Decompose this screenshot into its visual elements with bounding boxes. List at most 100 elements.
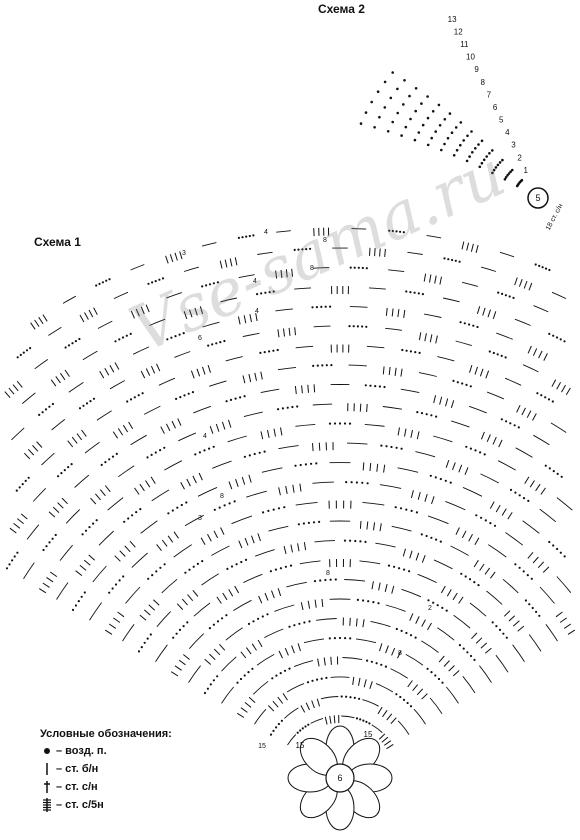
stitch-mark — [248, 373, 252, 383]
chain-dot — [281, 407, 284, 410]
chain-dot — [522, 570, 525, 573]
stitch-mark — [307, 384, 309, 393]
chain-dot — [402, 698, 406, 702]
stitch-mark — [498, 439, 503, 448]
stitch-mark — [333, 715, 336, 724]
stitch-mark — [349, 617, 351, 626]
chain-dot — [315, 306, 318, 309]
chain-dot — [538, 264, 541, 267]
chain-arc — [278, 445, 299, 450]
scheme2-chain-dot — [459, 143, 462, 147]
chain-arc — [59, 544, 73, 561]
chain-dot — [324, 578, 327, 582]
chain-dot — [115, 452, 118, 455]
stitch-mark — [271, 590, 275, 599]
stitch-mark — [145, 304, 150, 313]
stitch-mark — [170, 671, 179, 677]
stitch-mark — [397, 650, 402, 659]
chain-arc — [268, 525, 289, 532]
chain-dot — [409, 634, 413, 637]
scheme2-row-number: 5 — [499, 116, 504, 125]
chain-dot — [71, 608, 75, 612]
chain-dot — [385, 445, 388, 448]
chain-dot — [538, 614, 541, 617]
chain-dot — [452, 379, 455, 382]
chain-dot — [409, 350, 412, 353]
chain-dot — [356, 325, 359, 328]
stitch-mark — [307, 600, 311, 609]
chain-dot — [108, 278, 111, 281]
scheme2-chain-dot — [450, 131, 454, 134]
chain-arc — [130, 434, 147, 446]
chain-dot — [395, 693, 398, 696]
chain-arc — [349, 306, 368, 308]
chain-dot — [528, 603, 531, 606]
chain-dot — [209, 683, 212, 686]
chain-arc — [140, 520, 158, 534]
chain-dot — [233, 500, 236, 503]
chain-dot — [394, 506, 397, 509]
chain-dot — [218, 506, 221, 509]
stitch-mark — [543, 353, 548, 361]
chain-arc — [209, 380, 227, 387]
stitch-mark — [329, 715, 332, 724]
chain-dot — [42, 548, 45, 552]
chain-dot — [508, 295, 511, 298]
scheme2-chain-dot — [430, 136, 434, 140]
chain-dot — [293, 248, 296, 251]
chain-dot — [196, 562, 199, 566]
stitch-mark — [114, 362, 120, 370]
chain-dot — [548, 540, 551, 544]
chain-dot — [430, 414, 433, 417]
chain-dot — [57, 475, 60, 478]
chain-arc — [287, 734, 297, 746]
chain-dot — [81, 533, 84, 536]
scheme2-chain-dot — [408, 94, 411, 98]
chain-arc — [385, 327, 402, 331]
scheme2-chain-dot — [465, 159, 469, 163]
chain-dot — [114, 583, 118, 586]
chain-dot — [491, 621, 494, 624]
chain-dot — [443, 257, 446, 260]
stitch-mark — [234, 257, 238, 266]
chain-arc — [342, 657, 363, 661]
chain-dot — [283, 669, 287, 672]
chain-arc — [188, 633, 205, 649]
stitch-mark — [57, 502, 64, 509]
chain-dot — [361, 266, 364, 270]
scheme2-chain-dot — [482, 158, 486, 162]
chain-arc — [293, 660, 314, 668]
stitch-mark — [435, 335, 438, 344]
stitch-mark — [461, 530, 467, 539]
scheme2-row-number: 7 — [487, 90, 492, 99]
chain-dot — [320, 305, 323, 308]
chain-dot — [548, 332, 551, 335]
chain-arc — [370, 620, 391, 628]
chain-arc — [82, 350, 98, 361]
chain-dot — [239, 396, 242, 399]
chain-arc — [443, 297, 460, 303]
chain-dot — [334, 578, 337, 581]
chain-dot — [183, 394, 186, 397]
chain-dot — [477, 584, 480, 587]
chain-dot — [245, 235, 248, 238]
chain-dot — [263, 351, 266, 354]
chain-dot — [504, 294, 507, 297]
chain-dot — [11, 559, 14, 562]
stitch-mark — [418, 332, 422, 341]
chain-arc — [132, 346, 150, 355]
legend-row-dc: – ст. с/н — [40, 778, 172, 796]
scheme2-chain-dot — [491, 149, 494, 152]
chain-arc — [429, 697, 443, 715]
chain-arc — [397, 720, 410, 735]
chain-dot — [208, 283, 212, 286]
chain-arc — [183, 266, 200, 272]
stitch-mark — [402, 548, 406, 557]
stitch-mark — [358, 677, 361, 686]
scheme2-chain-dot — [454, 126, 458, 129]
stitch-mark — [410, 429, 413, 438]
scheme2-center-ring — [527, 187, 549, 209]
